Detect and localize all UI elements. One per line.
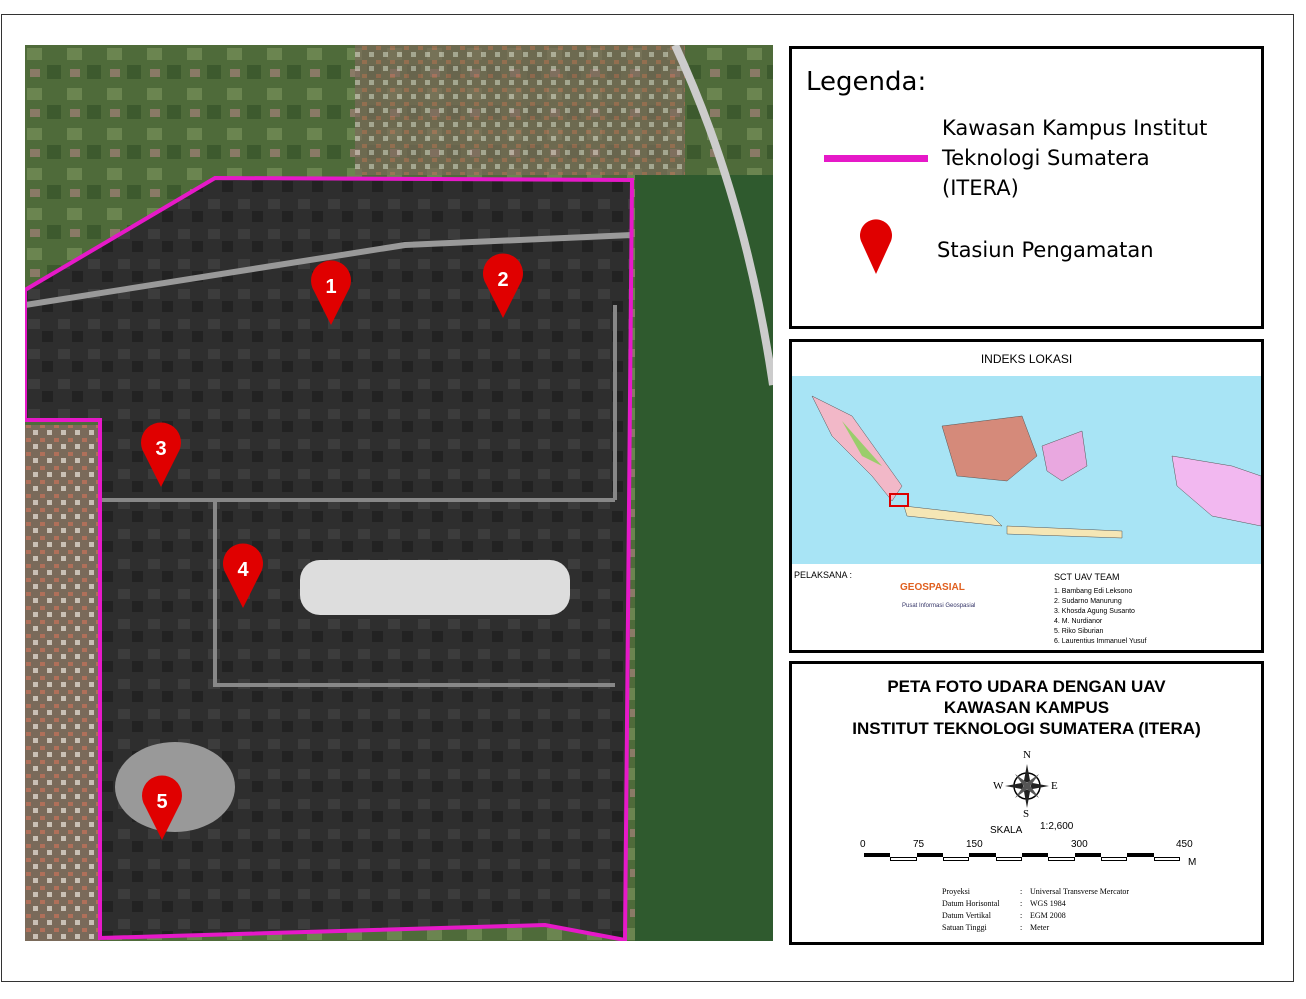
- observation-station-marker[interactable]: 5: [142, 775, 182, 840]
- separator: :: [1020, 899, 1023, 908]
- marker-symbol-icon: [860, 219, 892, 274]
- compass-s: S: [1023, 808, 1030, 820]
- projection-value: EGM 2008: [1030, 911, 1066, 920]
- marker-number: 3: [155, 438, 166, 460]
- scale-segment: [943, 857, 970, 861]
- scale-tick-label: 0: [860, 839, 866, 850]
- index-title: INDEKS LOKASI: [980, 352, 1073, 366]
- projection-value: WGS 1984: [1030, 899, 1066, 908]
- scale-segment: [969, 853, 996, 857]
- scale-segment: [916, 853, 943, 857]
- compass-n: N: [1023, 749, 1031, 761]
- aerial-map: 1 2 3 4 5: [25, 45, 773, 941]
- title-line: PETA FOTO UDARA DENGAN UAV: [887, 677, 1166, 696]
- title-line: KAWASAN KAMPUS: [943, 698, 1110, 717]
- location-highlight: [889, 493, 909, 507]
- scale-tick-label: 75: [913, 839, 925, 850]
- marker-number: 2: [497, 269, 508, 291]
- scale-ratio: 1:2,600: [1040, 821, 1074, 832]
- scale-segment: [864, 853, 891, 857]
- compass-rose: N S W E: [992, 749, 1062, 822]
- scale-segment: [1048, 857, 1075, 861]
- team-member: 6. Laurentius Immanuel Yusuf: [1054, 638, 1147, 645]
- projection-key: Proyeksi: [942, 887, 970, 896]
- marker-pin-icon: [142, 775, 182, 840]
- compass-w: W: [993, 780, 1004, 792]
- projection-key: Datum Horisontal: [942, 899, 1000, 908]
- compass-e: E: [1051, 780, 1058, 792]
- observation-station-marker[interactable]: 3: [141, 422, 181, 487]
- legend-title: Legenda:: [806, 67, 927, 97]
- marker-number: 4: [237, 559, 249, 581]
- team-member: 4. M. Nurdianor: [1054, 618, 1103, 625]
- separator: :: [1020, 887, 1023, 896]
- marker-label: Stasiun Pengamatan: [937, 238, 1154, 262]
- marker-pin-icon: [141, 422, 181, 487]
- scale-segment: [1101, 857, 1128, 861]
- team-title: SCT UAV TEAM: [1054, 572, 1120, 582]
- scale-label: SKALA: [990, 825, 1023, 836]
- scale-unit: M: [1188, 857, 1197, 868]
- team-list: 1. Bambang Edi Leksono 2. Sudarno Manurun…: [1054, 587, 1146, 647]
- separator: :: [1020, 911, 1023, 920]
- marker-pin-icon: [310, 260, 351, 325]
- boundary-label-line: Teknologi Sumatera: [942, 146, 1150, 170]
- campus-boundary: [25, 175, 635, 941]
- scale-segment: [995, 857, 1022, 861]
- team-member: 3. Khosda Agung Susanto: [1054, 608, 1135, 615]
- outer-frame: [1, 14, 1294, 982]
- scale-segment: [1074, 853, 1101, 857]
- observation-station-marker[interactable]: 1: [310, 260, 351, 325]
- marker-number: 1: [325, 276, 336, 298]
- company-tagline: Pusat Informasi Geospasial: [902, 603, 976, 609]
- projection-value: Universal Transverse Mercator: [1030, 887, 1130, 896]
- separator: :: [1020, 923, 1023, 932]
- projection-value: Meter: [1030, 923, 1050, 932]
- observation-station-marker[interactable]: 4: [223, 543, 263, 608]
- projection-key: Datum Vertikal: [942, 911, 991, 920]
- scale-tick-label: 150: [966, 839, 983, 850]
- boundary-label: Kawasan Kampus Institut Teknologi Sumate…: [942, 113, 1207, 203]
- projection-key: Satuan Tinggi: [942, 923, 987, 932]
- title-panel: PETA FOTO UDARA DENGAN UAV KAWASAN KAMPU…: [789, 661, 1264, 945]
- indonesia-index-map: [792, 376, 1261, 564]
- marker-pin-icon: [223, 543, 263, 608]
- company-logo: GEOSPASIAL: [900, 582, 965, 593]
- executor-label: PELAKSANA :: [794, 570, 853, 580]
- scale-segment: [1022, 853, 1049, 857]
- index-panel: INDEKS LOKASI PELAKSANA : GEOSPASIAL Pus…: [789, 339, 1264, 653]
- scale-tick-label: 300: [1071, 839, 1088, 850]
- boundary-line-symbol: [824, 155, 928, 162]
- team-member: 1. Bambang Edi Leksono: [1054, 588, 1133, 595]
- team-member: 2. Sudarno Manurung: [1054, 598, 1122, 605]
- team-member: 5. Riko Siburian: [1054, 628, 1104, 635]
- scale-segment: [1127, 853, 1154, 857]
- compass-icon: [1005, 764, 1049, 808]
- boundary-label-line: Kawasan Kampus Institut: [942, 116, 1208, 140]
- marker-pin-icon: [483, 253, 523, 318]
- scale-tick-label: 450: [1176, 839, 1193, 850]
- scale-segment: [890, 857, 917, 861]
- marker-number: 5: [156, 791, 167, 813]
- boundary-label-line: (ITERA): [942, 176, 1019, 200]
- legend-panel: Legenda: Kawasan Kampus Institut Teknolo…: [789, 46, 1264, 329]
- title-line: INSTITUT TEKNOLOGI SUMATERA (ITERA): [852, 719, 1201, 738]
- map-title: PETA FOTO UDARA DENGAN UAV KAWASAN KAMPU…: [792, 676, 1261, 739]
- observation-station-marker[interactable]: 2: [483, 253, 523, 318]
- scale-segment: [1153, 857, 1180, 861]
